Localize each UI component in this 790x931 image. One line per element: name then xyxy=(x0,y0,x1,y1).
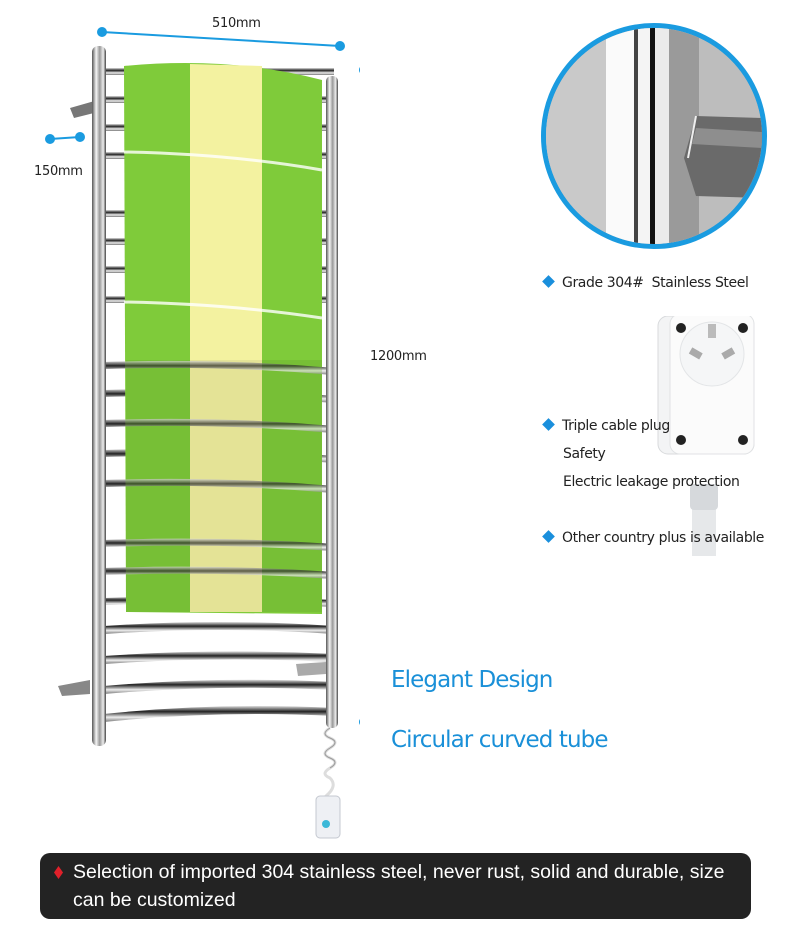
power-switch xyxy=(315,795,341,839)
feature-subtext: Electric leakage protection xyxy=(563,474,740,490)
towel xyxy=(123,63,323,614)
banner-text: Selection of imported 304 stainless stee… xyxy=(73,861,725,911)
diamond-bullet-icon xyxy=(542,275,555,288)
towel-rail-illustration xyxy=(45,27,369,839)
plug-image xyxy=(650,313,770,556)
headline-elegant-design: Elegant Design xyxy=(391,667,553,693)
feature-item-plug: Triple cable plug Safety Electric leakag… xyxy=(542,412,740,496)
feature-subtext: Safety xyxy=(563,446,606,462)
diamond-bullet-icon xyxy=(542,530,555,543)
left-upright xyxy=(92,46,106,746)
feature-item-grade: Grade 304# Stainless Steel xyxy=(542,275,749,291)
feature-text: Grade 304# Stainless Steel xyxy=(562,275,749,291)
product-image-towel-rail xyxy=(0,0,369,850)
red-diamond-bullet-icon xyxy=(54,866,63,879)
diamond-bullet-icon xyxy=(542,418,555,431)
detail-closeup-circle xyxy=(541,23,767,249)
right-upright xyxy=(326,76,338,728)
feature-item-other-country: Other country plus is available xyxy=(542,530,765,546)
headline-circular-curved-tube: Circular curved tube xyxy=(391,727,608,753)
info-banner: Selection of imported 304 stainless stee… xyxy=(40,853,751,919)
feature-text: Other country plus is available xyxy=(562,530,765,546)
depth-dimension-label: 150mm xyxy=(34,164,83,179)
feature-text: Triple cable plug xyxy=(562,418,670,434)
width-dimension-label: 510mm xyxy=(212,16,261,31)
height-dimension-label: 1200mm xyxy=(370,349,427,364)
